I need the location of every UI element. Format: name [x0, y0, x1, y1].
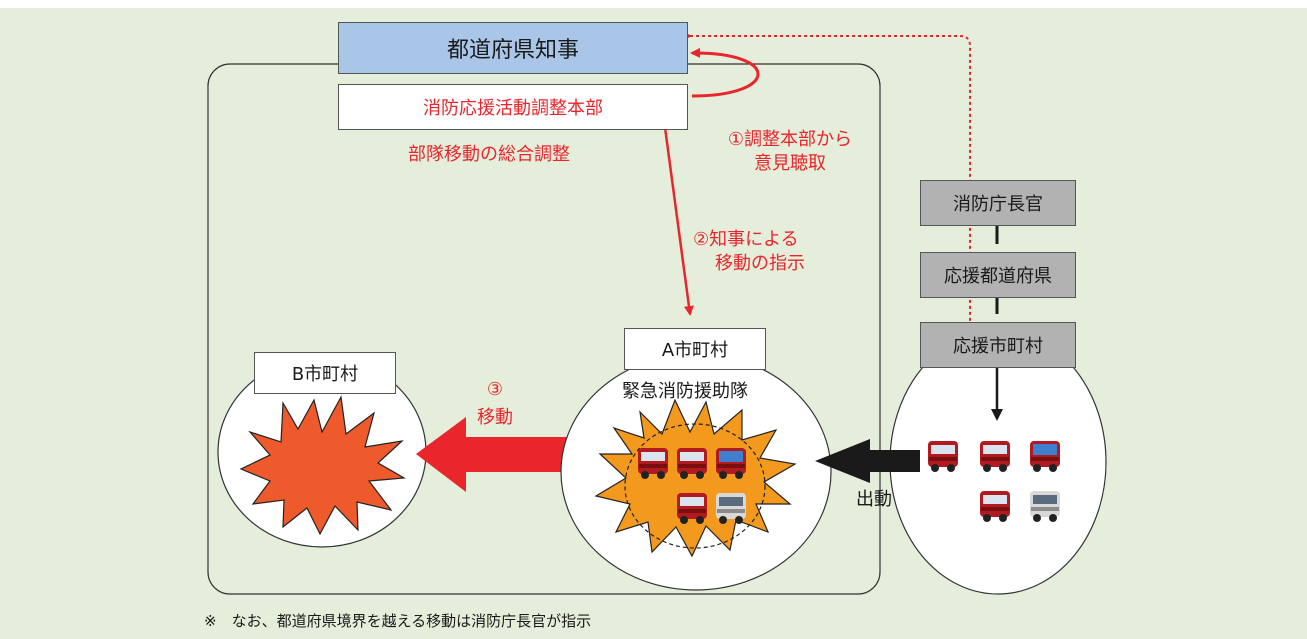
- chain-box-support-municipality: 応援市町村: [920, 322, 1076, 368]
- chain-label-support-prefecture: 応援都道府県: [944, 266, 1052, 287]
- b-municipality-label: B市町村: [291, 364, 359, 385]
- step2-line2: 移動の指示: [715, 253, 805, 275]
- hq-box: 消防応援活動調整本部: [338, 84, 688, 130]
- a-unit-dashed-ring: [624, 423, 766, 549]
- dispatch-label: 出動: [856, 489, 892, 510]
- step1-line1: ①調整本部から: [727, 129, 853, 150]
- b-damage-burst: [239, 395, 406, 536]
- governor-label: 都道府県知事: [446, 38, 579, 63]
- hq-sub-label: 部隊移動の総合調整: [408, 144, 570, 165]
- step3-label: ③ 移動: [465, 378, 525, 431]
- b-municipality-box: B市町村: [254, 352, 396, 394]
- hq-label: 消防応援活動調整本部: [423, 98, 603, 119]
- step3-line2: 移動: [477, 407, 513, 429]
- governor-box: 都道府県知事: [338, 22, 688, 74]
- dispatch-arrow: [815, 439, 920, 483]
- step2-label: ②知事による 移動の指示: [693, 228, 805, 277]
- chain-label-agency-chief: 消防庁長官: [953, 194, 1043, 215]
- chain-box-support-prefecture: 応援都道府県: [920, 252, 1076, 298]
- footnote: ※ なお、都道府県境界を越える移動は消防庁長官が指示: [204, 612, 592, 630]
- step3-line1: ③: [486, 379, 504, 400]
- step1-line2: 意見聴取: [754, 153, 826, 175]
- chain-label-support-municipality: 応援市町村: [953, 336, 1043, 357]
- a-municipality-box: A市町村: [624, 328, 766, 370]
- a-caption: 緊急消防援助隊: [622, 381, 748, 402]
- dotted-link-line: [682, 31, 971, 324]
- step1-curved-arrow: [690, 47, 760, 98]
- step1-label: ①調整本部から 意見聴取: [710, 128, 870, 177]
- move-arrow: [416, 417, 570, 492]
- a-municipality-label: A市町村: [661, 340, 729, 361]
- step2-arrow: [662, 119, 694, 316]
- step2-line1: ②知事による: [693, 229, 799, 250]
- chain-box-agency-chief: 消防庁長官: [920, 180, 1076, 226]
